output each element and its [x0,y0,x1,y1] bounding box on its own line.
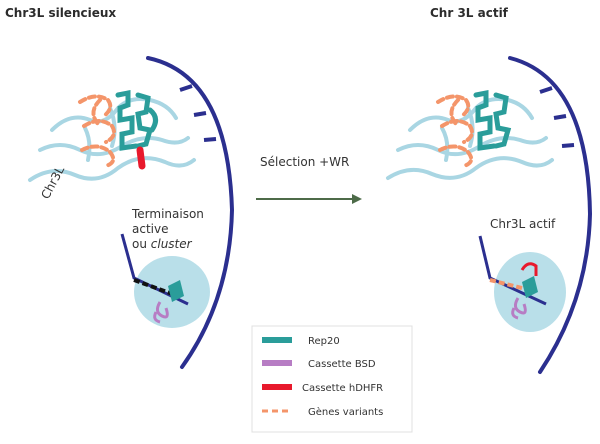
right-hdhfr-cassette [520,262,538,276]
left-bsd-cassette [153,301,169,324]
right-variant-genes [436,94,474,168]
left-rep20-repeats [115,89,158,151]
selection-arrow-head [352,194,362,204]
right-rep20-repeats [473,89,512,151]
legend-label-2: Cassette hDHFR [302,383,383,394]
left-chromosome-arm [120,233,189,306]
legend-label-1: Cassette BSD [308,359,376,370]
right-bsd-cassette [511,297,527,320]
right-envelope-tick-1 [539,86,553,94]
termination-label-italic: cluster [151,237,193,251]
right-envelope-tick-3 [561,143,575,148]
legend-label-0: Rep20 [308,336,340,347]
left-nuclear-envelope [146,56,235,369]
legend-label-3: Gènes variants [308,406,383,418]
left-envelope-tick-2 [193,111,207,117]
left-variant-genes [78,94,116,168]
chr3l-actif-label: Chr3L actif [490,217,556,231]
chr3l-label: Chr3L [38,163,67,201]
left-panel-title: Chr3L silencieux [5,6,116,20]
left-envelope-tick-3 [203,137,217,142]
right-envelope-tick-2 [553,114,567,120]
legend-box [251,325,413,433]
termination-label-line1: Terminaison [131,207,204,221]
left-telomere-rep20 [168,280,184,302]
left-hdhfr-cassette [136,146,146,170]
selection-label: Sélection +WR [260,155,349,169]
right-orange-dashed-segment [489,278,531,292]
right-telomere-rep20 [522,276,538,298]
termination-label-line2: active [132,222,168,236]
right-panel-title: Chr 3L actif [430,6,509,20]
termination-label-prefix: ou [132,237,151,251]
right-nuclear-envelope [508,56,593,374]
termination-label-line3: ou cluster [132,237,193,251]
left-envelope-tick-1 [179,84,193,92]
